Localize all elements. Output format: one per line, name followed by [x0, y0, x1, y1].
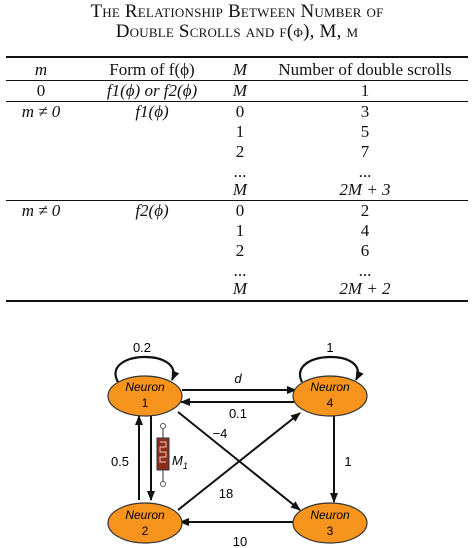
header-rule	[6, 80, 468, 81]
label-self1: 0.2	[133, 340, 151, 355]
group1-num-3: ...	[358, 162, 372, 181]
neuron3-num: 3	[327, 524, 334, 538]
group1-M-3: ...	[233, 162, 247, 181]
group2-M-0: 0	[235, 201, 245, 220]
label-w13: 18	[219, 486, 233, 501]
row0-m: 0	[36, 81, 46, 100]
neuron-node-3: Neuron 3	[292, 502, 368, 544]
group1-num-2: 7	[360, 142, 370, 161]
neuron1-num: 1	[142, 396, 149, 410]
row0-form: f1(ϕ) or f2(ϕ)	[106, 81, 198, 100]
neuron4-num: 4	[327, 396, 334, 410]
group1-m: m ≠ 0	[21, 102, 61, 121]
group2-m: m ≠ 0	[21, 201, 61, 220]
group1-rule	[6, 200, 468, 201]
group2-num-2: 6	[360, 241, 370, 260]
row0-M: M	[232, 81, 248, 100]
table-caption-line2: Double Scrolls and f(ϕ), M, m	[115, 21, 359, 42]
header-m: m	[34, 60, 48, 79]
label-self4: 1	[326, 340, 333, 355]
group2-form: f2(ϕ)	[135, 201, 169, 220]
group1-M-0: 0	[235, 102, 245, 121]
group2-M-4: M	[232, 279, 248, 298]
header-number: Number of double scrolls	[278, 60, 452, 79]
neuron4-title: Neuron	[310, 380, 350, 394]
group2-num-1: 4	[360, 221, 370, 240]
neuron2-num: 2	[142, 524, 149, 538]
group1-M-4: M	[232, 180, 248, 199]
neuron2-title: Neuron	[125, 508, 165, 522]
neuron-network-diagram: Neuron 1 Neuron 4 Neuron 2 Neuron 3 0.2 …	[107, 340, 368, 548]
label-w24: −4	[213, 426, 228, 441]
neuron-node-4: Neuron 4	[292, 375, 368, 417]
neuron-node-2: Neuron 2	[107, 502, 183, 544]
group2-num-4: 2M + 2	[339, 279, 391, 298]
label-w43: 1	[344, 454, 351, 469]
group2-M-1: 1	[235, 221, 245, 240]
group1-num-0: 3	[360, 102, 370, 121]
neuron-node-1: Neuron 1	[107, 375, 183, 417]
neuron1-title: Neuron	[125, 380, 165, 394]
self-loop-neuron4	[298, 355, 364, 383]
group2-num-0: 2	[360, 201, 370, 220]
memristor-icon	[156, 423, 170, 487]
table-top-rule	[6, 56, 468, 58]
group1-M-2: 2	[235, 142, 245, 161]
group1-form: f1(ϕ)	[135, 102, 169, 121]
group1-num-4: 2M + 3	[339, 180, 391, 199]
label-w41: 0.1	[229, 406, 247, 421]
self-loop-neuron1	[114, 355, 180, 383]
label-w12: 0.5	[111, 454, 129, 469]
header-M: M	[232, 60, 248, 79]
row0-num: 1	[360, 81, 370, 100]
header-form: Form of f(ϕ)	[109, 60, 195, 79]
group1-M-1: 1	[235, 122, 245, 141]
row0-rule	[6, 101, 468, 102]
memristor-label: M1	[172, 453, 188, 471]
group2-M-2: 2	[235, 241, 245, 260]
table-bottom-rule	[6, 300, 468, 302]
table-caption-line1: The Relationship Between Number of	[90, 1, 384, 22]
group1-num-1: 5	[360, 122, 370, 141]
label-w32: 10	[233, 534, 247, 548]
group2-M-3: ...	[233, 261, 247, 280]
neuron3-title: Neuron	[310, 508, 350, 522]
edge-2-to-4	[177, 412, 301, 511]
label-d: d	[234, 371, 242, 386]
group2-num-3: ...	[358, 261, 372, 280]
